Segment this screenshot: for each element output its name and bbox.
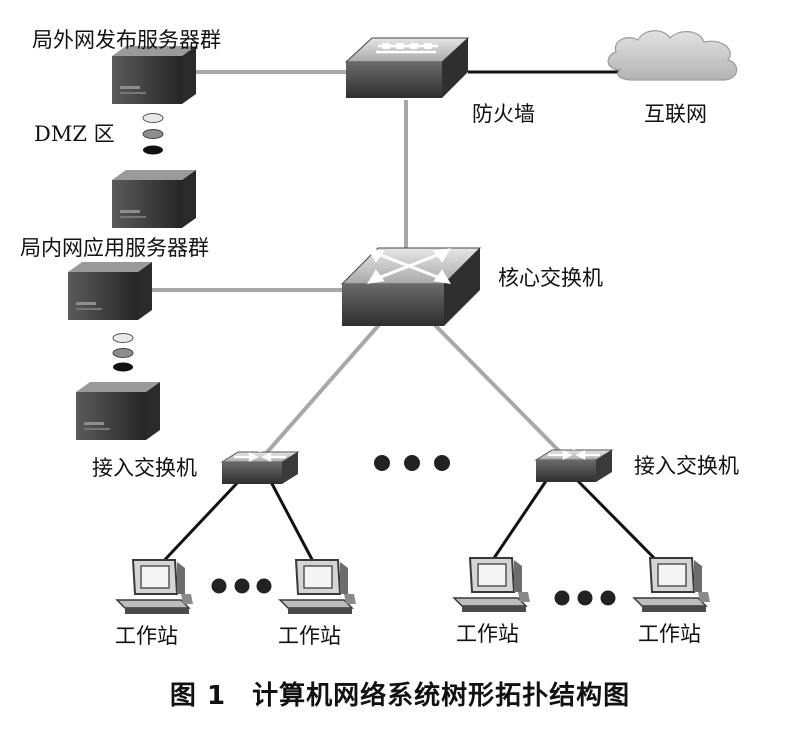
firewall-icon: [344, 37, 470, 98]
link-core-access-left: [260, 316, 387, 460]
server-icon: [76, 382, 160, 440]
firewall-label: 防火墙: [472, 102, 535, 126]
workstation-icon: [279, 559, 357, 615]
dmz-server-group-label: 局外网发布服务器群: [32, 28, 221, 52]
access-switch-icon: [534, 440, 614, 484]
access-switch-right-label: 接入交换机: [634, 454, 739, 478]
workstation-label-2: 工作站: [278, 624, 341, 648]
link-core-access-right: [426, 316, 565, 457]
figure-caption: 图 1 计算机网络系统树形拓扑结构图: [0, 675, 800, 712]
link-access-left-ws1: [156, 478, 242, 569]
black-links: [156, 70, 665, 569]
ellipsis-dots-icon: [112, 333, 134, 372]
access-switch-left-label: 接入交换机: [92, 456, 197, 480]
workstation-icon: [633, 557, 711, 613]
ellipsis-dots-icon: [374, 455, 450, 471]
access-switch-icon: [220, 442, 300, 486]
link-access-right-ws3: [486, 477, 550, 568]
cloud-icon: [607, 30, 738, 81]
core-switch-icon: [340, 247, 482, 326]
internet-label: 互联网: [644, 102, 707, 126]
dmz-zone-label: DMZ 区: [34, 122, 115, 146]
figure-number: 图 1: [169, 681, 227, 711]
workstation-icon: [116, 559, 194, 615]
server-icon: [112, 170, 196, 228]
figure-title: 计算机网络系统树形拓扑结构图: [252, 681, 631, 711]
server-icon: [112, 46, 196, 104]
ellipsis-dots-icon: [211, 578, 272, 594]
link-access-left-ws2: [268, 479, 318, 568]
workstation-label-3: 工作站: [456, 622, 519, 646]
gray-links: [150, 70, 565, 460]
intranet-server-group-label: 局内网应用服务器群: [20, 236, 209, 260]
workstation-label-4: 工作站: [638, 622, 701, 646]
ellipsis-dots-icon: [554, 590, 616, 606]
ellipsis-dots-icon: [142, 113, 164, 155]
workstation-label-1: 工作站: [115, 624, 178, 648]
server-icon: [68, 262, 152, 320]
core-switch-label: 核心交换机: [498, 266, 603, 290]
link-access-right-ws4: [573, 476, 665, 569]
workstation-icon: [453, 557, 531, 613]
